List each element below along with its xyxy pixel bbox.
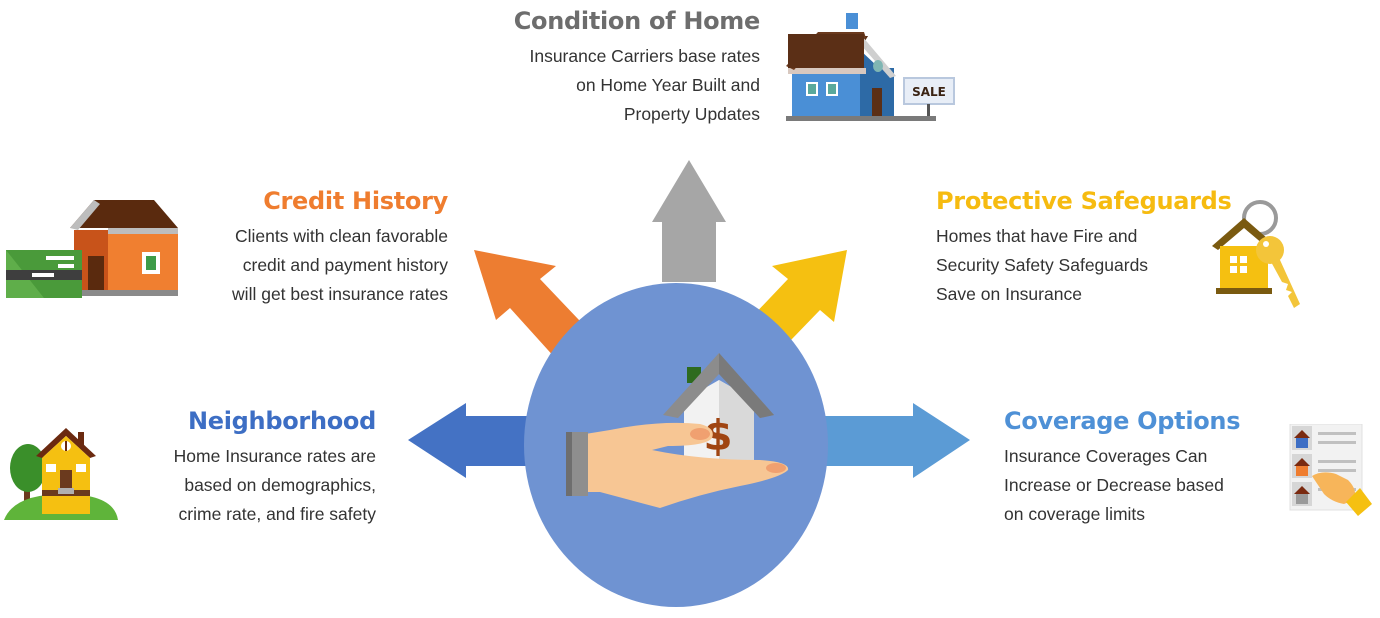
svg-text:SALE: SALE [912,85,946,99]
factor-description: Insurance Coverages Can Increase or Decr… [1004,442,1284,529]
description-line: credit and payment history [242,255,448,275]
description-line: on coverage limits [1004,504,1146,524]
factor-neighborhood: Neighborhood Home Insurance rates are ba… [140,406,377,529]
description-line: on Home Year Built and [576,75,760,95]
arrow-up-icon [652,160,726,282]
factor-description: Home Insurance rates are based on demogr… [140,442,376,529]
description-line: will get best insurance rates [232,284,448,304]
factor-condition-of-home: Condition of Home Insurance Carriers bas… [500,6,761,129]
factor-description: Insurance Carriers base rates on Home Ye… [500,42,760,129]
factor-protective-safeguards: Protective Safeguards Homes that have Fi… [936,186,1236,309]
coverage-checklist-icon [1289,424,1372,516]
factor-title: Condition of Home [513,7,761,35]
description-line: Property Updates [623,104,760,124]
house-for-sale-icon: SALE [786,13,955,121]
factor-credit-history: Credit History Clients with clean favora… [190,186,448,309]
description-line: based on demographics, [184,475,376,495]
description-line: Security Safety Safeguards [936,255,1149,275]
description-line: Clients with clean favorable [234,226,448,246]
factor-title: Protective Safeguards [936,187,1232,215]
house-tree-icon [4,428,118,520]
arrow-left-icon [408,403,540,478]
description-line: Insurance Carriers base rates [529,46,760,66]
description-line: Home Insurance rates are [173,446,376,466]
house-credit-card-icon [6,200,178,298]
factor-title: Coverage Options [1004,407,1241,435]
factor-title: Neighborhood [187,407,376,435]
description-line: crime rate, and fire safety [178,504,376,524]
factor-description: Homes that have Fire and Security Safety… [936,222,1236,309]
description-line: Save on Insurance [936,284,1082,304]
factor-description: Clients with clean favorable credit and … [190,222,448,309]
house-key-icon [1212,200,1300,308]
description-line: Increase or Decrease based [1004,475,1224,495]
description-line: Insurance Coverages Can [1004,446,1208,466]
factor-title: Credit History [263,187,448,215]
factor-coverage-options: Coverage Options Insurance Coverages Can… [1004,406,1284,529]
hand-holding-house-dollar-icon: $ [566,353,789,508]
description-line: Homes that have Fire and [936,226,1138,246]
arrow-right-icon [820,403,970,478]
